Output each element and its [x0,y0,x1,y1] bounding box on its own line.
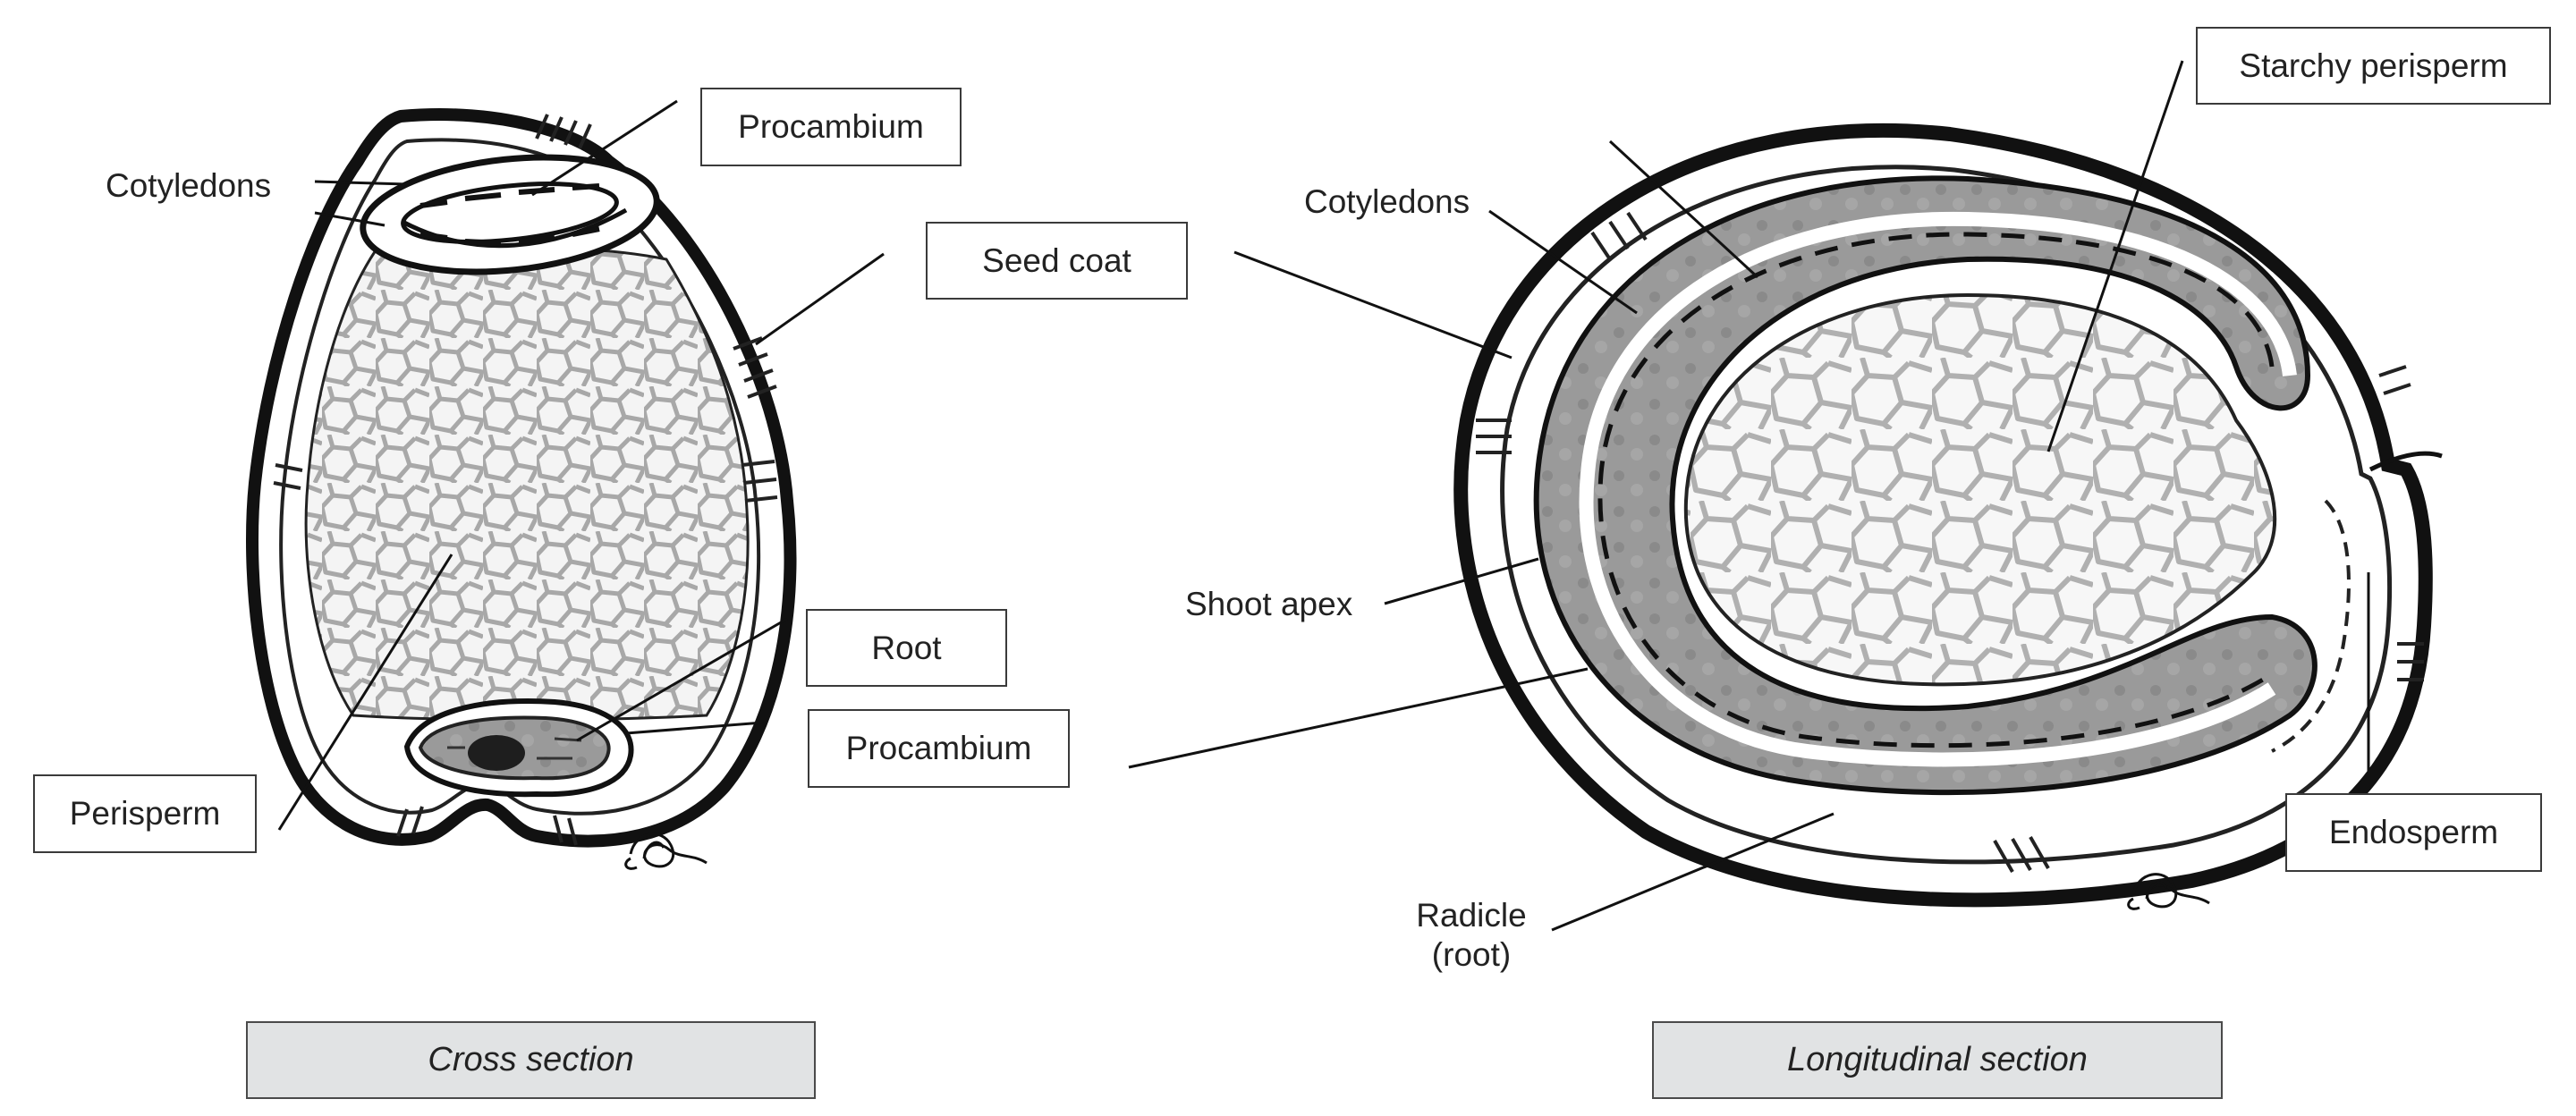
label-cross-cotyledons: Cotyledons [106,167,272,204]
long-procambium [1597,232,2275,748]
cross-section-drawing [246,99,885,870]
long-perisperm-tissue [1683,292,2277,687]
longitudinal-section-drawing [1128,60,2443,932]
cross-coat-hatching [273,114,778,846]
long-coat-hatching [1476,211,2424,873]
label-long-starchy-perisperm: Starchy perisperm [2196,27,2551,105]
label-cross-seed-coat: Seed coat [926,222,1188,300]
long-hilum [2368,451,2443,472]
label-cross-perisperm: Perisperm [33,774,257,853]
label-long-endosperm: Endosperm [2285,793,2542,872]
caption-longitudinal-section: Longitudinal section [1652,1021,2223,1099]
cross-leader-lines [277,99,885,831]
caption-cross-section: Cross section [246,1021,816,1099]
long-cotyledons [1533,175,2318,796]
label-cross-root: Root [806,609,1007,687]
artist-signature-icon [624,833,708,870]
long-endosperm-line [2271,499,2351,753]
label-long-radicle-main: Radicle [1416,897,1527,934]
long-inner-coat [1500,165,2393,865]
artist-signature-icon [2127,873,2210,910]
label-long-radicle-sub: (root) [1431,936,1512,973]
cross-embryo-root [403,698,634,798]
label-cross-procambium-top: Procambium [700,88,962,166]
long-leader-lines [1128,60,2370,932]
label-long-radicle: Radicle (root) [1391,896,1552,975]
cross-cotyledons [360,154,660,275]
cross-perisperm-tissue [304,245,750,722]
label-long-shoot-apex: Shoot apex [1185,586,1353,622]
label-long-cotyledons: Cotyledons [1304,183,1470,220]
long-cotyledon-gap [1579,211,2297,767]
label-cross-procambium-bottom: Procambium [808,709,1070,788]
